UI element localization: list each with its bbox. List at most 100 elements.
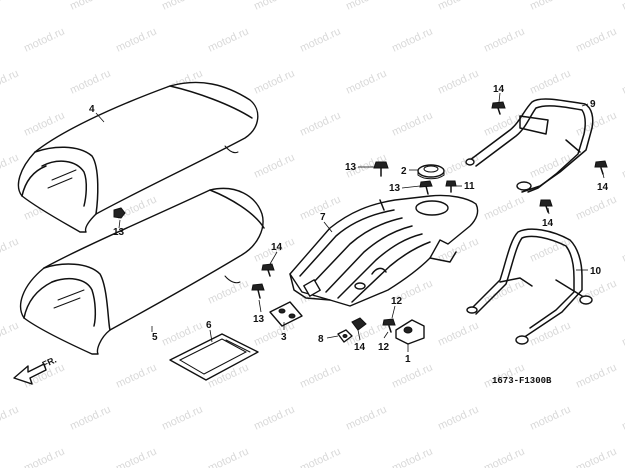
callout-6: 6 bbox=[206, 320, 212, 331]
watermark-text: motod.ru bbox=[252, 67, 296, 96]
watermark-text: motod.ru bbox=[390, 109, 434, 138]
watermark-text: motod.ru bbox=[574, 25, 618, 54]
callout-2: 2 bbox=[401, 166, 407, 177]
watermark-text: motod.ru bbox=[344, 67, 388, 96]
watermark-text: motod.ru bbox=[620, 403, 625, 432]
callout-14-rail-under: 14 bbox=[542, 218, 554, 229]
watermark-text: motod.ru bbox=[528, 403, 572, 432]
watermark-text: motod.ru bbox=[390, 25, 434, 54]
watermark-text: motod.ru bbox=[574, 109, 618, 138]
watermark-text: motod.ru bbox=[0, 235, 21, 264]
watermark-text: motod.ru bbox=[528, 67, 572, 96]
watermark-text: motod.ru bbox=[390, 361, 434, 390]
watermark-text: motod.ru bbox=[298, 109, 342, 138]
watermark-text: motod.ru bbox=[68, 0, 112, 13]
grab-rail-upper[interactable] bbox=[465, 98, 594, 193]
bolt-14-rail-top[interactable] bbox=[491, 101, 506, 115]
callout-13-seat: 13 bbox=[113, 227, 125, 238]
seat-latch[interactable] bbox=[395, 319, 425, 345]
callout-13-bracket: 13 bbox=[253, 314, 265, 325]
callout-10: 10 bbox=[590, 266, 602, 277]
watermark-text: motod.ru bbox=[114, 361, 158, 390]
watermark-text: motod.ru bbox=[114, 25, 158, 54]
watermark-text: motod.ru bbox=[68, 403, 112, 432]
seat-frame[interactable] bbox=[289, 194, 479, 307]
watermark-text: motod.ru bbox=[22, 445, 66, 468]
callout-14-left: 14 bbox=[271, 242, 283, 253]
bolt-11[interactable] bbox=[445, 180, 457, 193]
callout-1: 1 bbox=[405, 354, 411, 365]
watermark-text: motod.ru bbox=[114, 445, 158, 468]
watermark-text: motod.ru bbox=[252, 0, 296, 13]
watermark-text: motod.ru bbox=[22, 25, 66, 54]
watermark-text: motod.ru bbox=[0, 151, 21, 180]
watermark-text: motod.ru bbox=[344, 403, 388, 432]
watermark-text: motod.ru bbox=[482, 25, 526, 54]
watermark-text: motod.ru bbox=[252, 151, 296, 180]
bolt-12[interactable] bbox=[382, 318, 396, 333]
nut-14-center[interactable] bbox=[351, 317, 367, 331]
watermark-text: motod.ru bbox=[206, 25, 250, 54]
callout-14-rail-right: 14 bbox=[597, 182, 609, 193]
bolt-13-seat-upper[interactable] bbox=[113, 207, 126, 219]
watermark-text: motod.ru bbox=[160, 0, 204, 13]
watermark-text: motod.ru bbox=[482, 193, 526, 222]
watermark-text: motod.ru bbox=[436, 319, 480, 348]
watermark-text: motod.ru bbox=[620, 235, 625, 264]
document-bag[interactable] bbox=[169, 333, 259, 381]
callout-13-frame: 13 bbox=[389, 183, 401, 194]
callout-12-lower: 12 bbox=[378, 342, 390, 353]
grab-rail-lower[interactable] bbox=[466, 228, 593, 345]
watermark-text: motod.ru bbox=[574, 361, 618, 390]
watermark-text: motod.ru bbox=[160, 403, 204, 432]
bolt-13-center[interactable] bbox=[373, 161, 389, 177]
bracket[interactable] bbox=[269, 301, 303, 327]
seat-lower[interactable] bbox=[19, 187, 265, 355]
callout-12: 12 bbox=[391, 296, 403, 307]
callout-8: 8 bbox=[318, 334, 324, 345]
rubber-cushion[interactable] bbox=[417, 164, 445, 180]
watermark-text: motod.ru bbox=[298, 361, 342, 390]
watermark-text: motod.ru bbox=[298, 445, 342, 468]
callout-14-center: 14 bbox=[354, 342, 366, 353]
bolt-13-frame[interactable] bbox=[419, 180, 433, 195]
watermark-text: motod.ru bbox=[206, 277, 250, 306]
bolt-14-rail-under[interactable] bbox=[539, 199, 553, 213]
watermark-text: motod.ru bbox=[620, 151, 625, 180]
watermark-text: motod.ru bbox=[68, 67, 112, 96]
leader-lines bbox=[95, 92, 605, 352]
watermark-text: motod.ru bbox=[0, 67, 21, 96]
nut-8[interactable] bbox=[337, 329, 353, 343]
watermark-text: motod.ru bbox=[0, 403, 21, 432]
diagram-code: 1673-F1300B bbox=[492, 376, 552, 386]
watermark-text: motod.ru bbox=[436, 403, 480, 432]
watermark-text: motod.ru bbox=[482, 445, 526, 468]
watermark-text: motod.ru bbox=[160, 319, 204, 348]
callout-13-center: 13 bbox=[345, 162, 357, 173]
callout-11: 11 bbox=[464, 181, 475, 192]
watermark-text: motod.ru bbox=[528, 0, 572, 13]
watermark-text: motod.ru bbox=[298, 25, 342, 54]
bolt-14-rail-right[interactable] bbox=[594, 160, 608, 175]
callout-9: 9 bbox=[590, 99, 596, 110]
bolt-13-bracket[interactable] bbox=[251, 283, 265, 299]
watermark-text: motod.ru bbox=[620, 319, 625, 348]
watermark-text: motod.ru bbox=[344, 0, 388, 13]
watermark-text: motod.ru bbox=[620, 0, 625, 13]
watermark-text: motod.ru bbox=[0, 0, 21, 13]
watermark-text: motod.ru bbox=[436, 0, 480, 13]
bolt-14-left[interactable] bbox=[261, 263, 275, 277]
watermark-text: motod.ru bbox=[620, 67, 625, 96]
callout-7: 7 bbox=[320, 212, 326, 223]
seat-upper[interactable] bbox=[17, 81, 259, 233]
watermark-text: motod.ru bbox=[574, 445, 618, 468]
watermark-text: motod.ru bbox=[574, 193, 618, 222]
callout-3: 3 bbox=[281, 332, 287, 343]
callout-14-rail-top: 14 bbox=[493, 84, 505, 95]
watermark-text: motod.ru bbox=[436, 67, 480, 96]
callouts: 1 2 3 4 5 6 7 8 9 10 11 12 13 13 13 13 1… bbox=[89, 84, 609, 365]
watermark-text: motod.ru bbox=[390, 445, 434, 468]
watermark-text: motod.ru bbox=[252, 403, 296, 432]
